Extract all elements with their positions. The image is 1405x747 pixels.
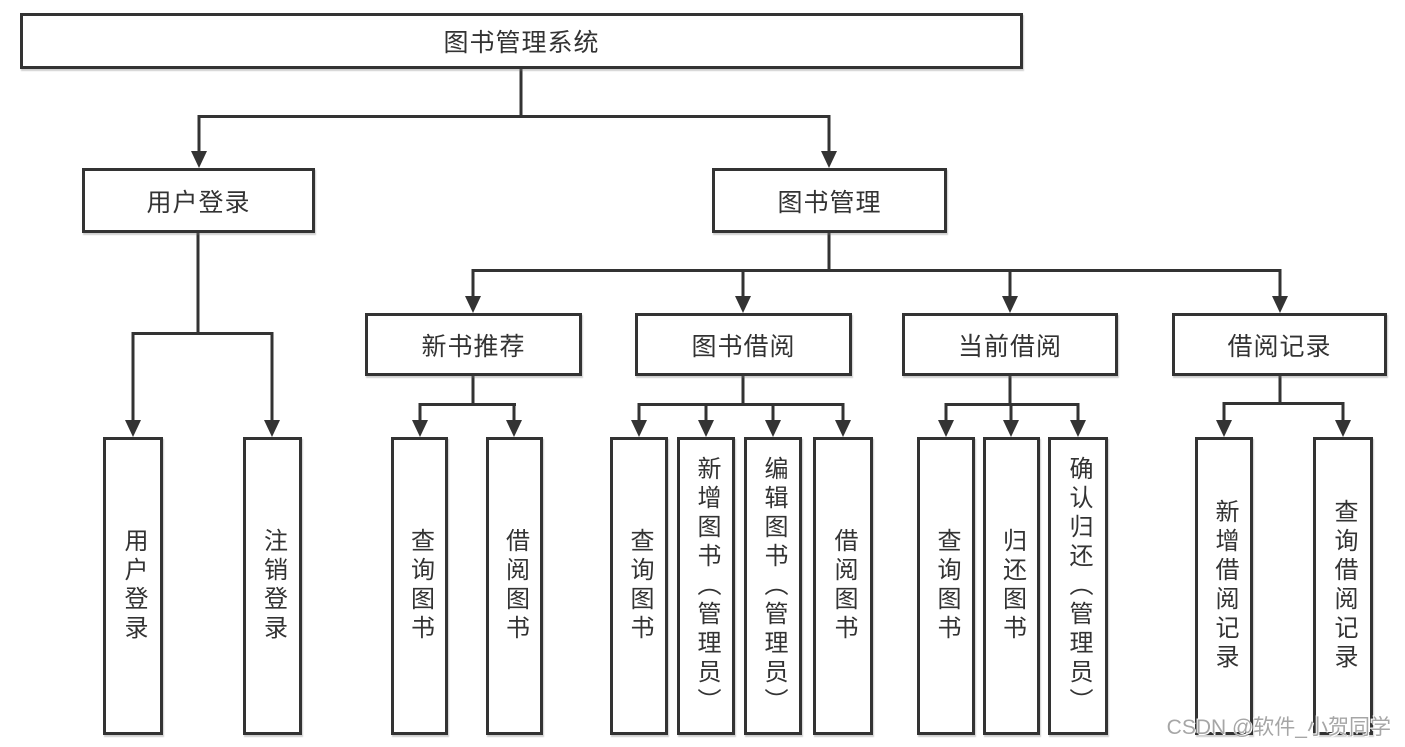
leaf-current-return-books-label: 归还图书 — [998, 528, 1026, 644]
leaf-records-add-record: 新增借阅记录 — [1195, 437, 1253, 735]
node-user-login-label: 用户登录 — [146, 188, 251, 217]
node-current-borrow: 当前借阅 — [902, 313, 1118, 376]
leaf-current-confirm-return-admin-label: 确认归还（管理员） — [1065, 455, 1092, 717]
node-book-borrow-label: 图书借阅 — [691, 332, 796, 361]
leaf-borrow-add-books-admin-label: 新增图书（管理员） — [693, 455, 720, 717]
node-new-book-recommend: 新书推荐 — [365, 313, 582, 376]
leaf-current-confirm-return-admin: 确认归还（管理员） — [1048, 437, 1108, 735]
leaf-records-query-record-label: 查询借阅记录 — [1330, 499, 1357, 673]
leaf-newbooks-borrow-books: 借阅图书 — [486, 437, 543, 735]
node-book-management: 图书管理 — [712, 168, 947, 233]
leaf-current-return-books: 归还图书 — [983, 437, 1040, 735]
leaf-user-login-label: 用户登录 — [120, 528, 147, 644]
node-root-label: 图书管理系统 — [443, 29, 600, 57]
leaf-newbooks-query-books-label: 查询图书 — [406, 528, 434, 644]
leaf-borrow-borrow-books-label: 借阅图书 — [830, 528, 857, 644]
leaf-logout: 注销登录 — [243, 437, 302, 735]
node-current-borrow-label: 当前借阅 — [957, 332, 1062, 361]
leaf-newbooks-query-books: 查询图书 — [391, 437, 448, 735]
leaf-current-query-books-label: 查询图书 — [933, 528, 960, 644]
leaf-borrow-query-books-label: 查询图书 — [626, 528, 653, 644]
leaf-current-query-books: 查询图书 — [917, 437, 975, 735]
node-book-borrow: 图书借阅 — [635, 313, 852, 376]
leaf-borrow-query-books: 查询图书 — [610, 437, 668, 735]
leaf-user-login: 用户登录 — [103, 437, 163, 735]
leaf-borrow-add-books-admin: 新增图书（管理员） — [677, 437, 735, 735]
leaf-borrow-edit-books-admin-label: 编辑图书（管理员） — [760, 455, 787, 717]
leaf-records-query-record: 查询借阅记录 — [1313, 437, 1373, 735]
leaf-newbooks-borrow-books-label: 借阅图书 — [501, 528, 529, 644]
node-new-book-recommend-label: 新书推荐 — [421, 332, 526, 361]
csdn-watermark: CSDN @软件_小贺同学 — [1166, 716, 1391, 739]
node-user-login: 用户登录 — [82, 168, 315, 233]
leaf-logout-label: 注销登录 — [259, 528, 287, 644]
node-root: 图书管理系统 — [20, 13, 1023, 69]
node-borrow-records: 借阅记录 — [1172, 313, 1387, 376]
leaf-records-add-record-label: 新增借阅记录 — [1211, 499, 1238, 673]
leaf-borrow-edit-books-admin: 编辑图书（管理员） — [744, 437, 802, 735]
node-book-management-label: 图书管理 — [777, 188, 882, 217]
leaf-borrow-borrow-books: 借阅图书 — [813, 437, 873, 735]
node-borrow-records-label: 借阅记录 — [1227, 332, 1332, 361]
